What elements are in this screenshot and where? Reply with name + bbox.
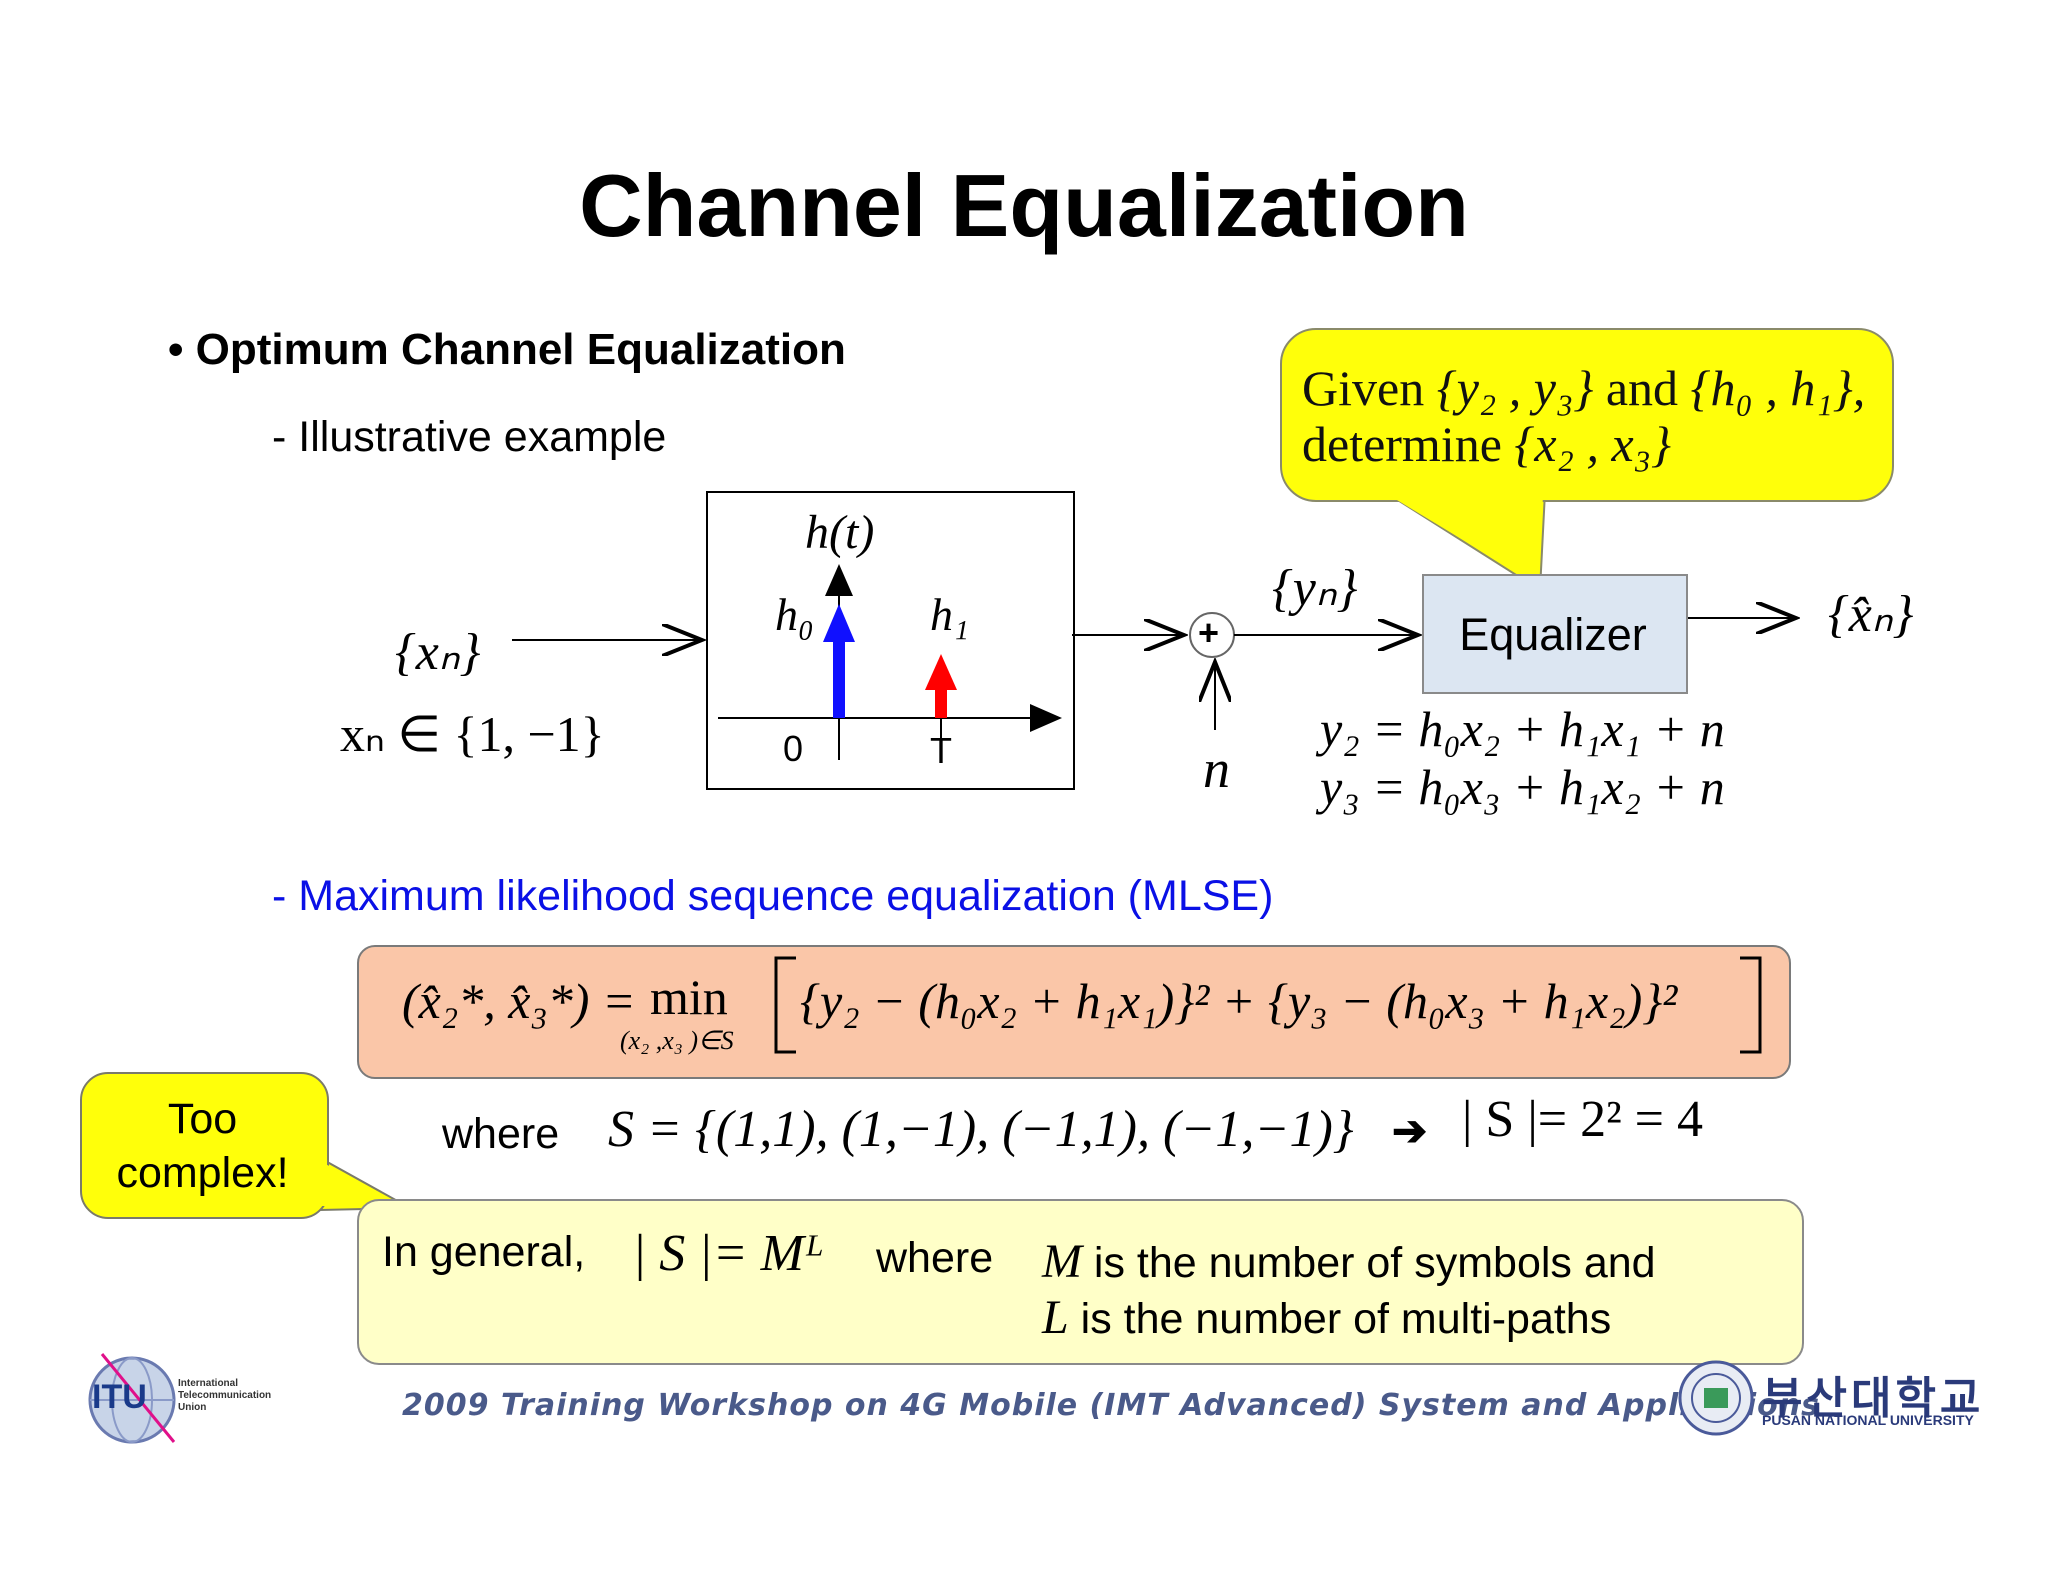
channel-impulse-box xyxy=(706,491,1075,790)
equation-y2: y₂ = h₀x₂ + h₁x₁ + n xyxy=(1320,701,1725,757)
equation-y3: y₃ = h₀x₃ + h₁x₂ + n xyxy=(1320,759,1725,815)
input-label: {xₙ} xyxy=(395,624,481,681)
callout-given xyxy=(1280,328,1894,502)
mlse-heading: - Maximum likelihood sequence equalizati… xyxy=(272,872,1274,920)
pnu-korean-name: 부산대학교 xyxy=(1762,1374,1985,1423)
mlse-lhs: (x̂₂*, x̂₃*) = xyxy=(402,973,636,1029)
adder-symbol: + xyxy=(1198,612,1220,653)
slide-title: Channel Equalization xyxy=(579,156,1469,255)
too-complex-callout xyxy=(80,1072,329,1219)
too-complex-text: Too complex! xyxy=(116,1095,289,1197)
subheading: - Illustrative example xyxy=(272,413,667,461)
set-cardinality: | S |= 2² = 4 xyxy=(1462,1091,1703,1148)
mlse-min: min xyxy=(650,969,728,1025)
h1-label: h₁ xyxy=(930,589,969,640)
m-definition: M is the number of symbols and xyxy=(1042,1235,1656,1288)
general-formula: | S |= Mᴸ xyxy=(632,1225,825,1282)
callout-given-text: Given {y₂ , y₃} and {h₀ , h₁}, determine… xyxy=(1302,360,1866,472)
tick-zero: 0 xyxy=(783,728,804,769)
pnu-seal-icon xyxy=(1678,1360,1754,1436)
l-definition: L is the number of multi-paths xyxy=(1042,1291,1612,1344)
h0-impulse xyxy=(833,640,845,718)
pnu-english-name: PUSAN NATIONAL UNIVERSITY xyxy=(1762,1412,1974,1428)
itu-logo-icon xyxy=(88,1353,176,1444)
h0-label: h₀ xyxy=(775,589,814,640)
input-domain: xₙ ∈ {1, −1} xyxy=(340,706,605,762)
workshop-footer: 2009 Training Workshop on 4G Mobile (IMT… xyxy=(402,1388,1821,1423)
equalizer-block xyxy=(1422,574,1688,694)
bullet-heading: • Optimum Channel Equalization xyxy=(168,325,846,374)
noise-label: n xyxy=(1203,739,1230,799)
general-prefix: In general, xyxy=(382,1228,586,1276)
mlse-min-subscript: (x₂ ,x₃ )∈S xyxy=(620,1026,734,1055)
output-label: {yₙ} xyxy=(1272,560,1358,617)
itu-name: International Telecommunication Union xyxy=(178,1378,272,1413)
implies-arrow: ➔ xyxy=(1392,1107,1428,1154)
set-s: S = {(1,1), (1,−1), (−1,1), (−1,−1)} xyxy=(608,1101,1354,1158)
impulse-title: h(t) xyxy=(805,506,875,559)
itu-logo-text: ITU xyxy=(92,1378,147,1416)
h1-impulse xyxy=(935,688,947,718)
tick-t: T xyxy=(930,730,952,771)
equalizer-label: Equalizer xyxy=(1459,609,1647,660)
general-where: where xyxy=(876,1234,994,1282)
estimate-label: {x̂ₙ} xyxy=(1828,586,1914,643)
general-box xyxy=(357,1199,1804,1365)
mlse-body: {y₂ − (h₀x₂ + h₁x₁)}² + {y₃ − (h₀x₃ + h₁… xyxy=(800,973,1678,1029)
mlse-formula-box xyxy=(357,945,1791,1079)
where-label: where xyxy=(442,1110,560,1158)
